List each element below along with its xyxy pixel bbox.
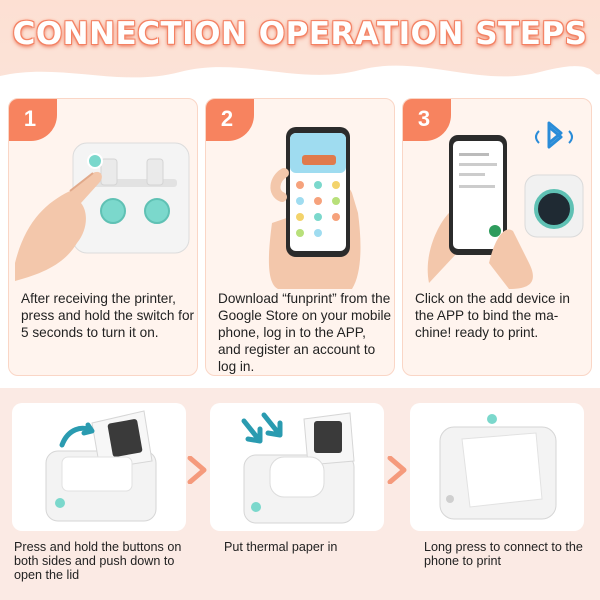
header-banner: CONNECTION OPERATION STEPS [0,0,600,92]
step-card-2: 2 Download “funprint” from the Google St… [205,98,395,376]
bottom-step-description: Press and hold the buttons on both sides… [14,540,182,582]
printing-illustration [439,414,557,520]
step-card-1: 1 After receiving the printer, press and… [8,98,198,376]
step-description: Click on the add device in the APP to bi… [415,291,570,340]
bottom-step-description: Put thermal paper in [224,540,338,554]
bind-device-illustration [427,121,584,289]
printer-power-illustration [15,142,190,281]
chevron-right-icon [387,456,407,484]
bottom-card-open-lid [12,403,186,531]
bottom-card-print [410,403,584,531]
bottom-step-description: Long press to connect to the phone to pr… [424,540,583,568]
page-title: CONNECTION OPERATION STEPS [12,16,588,52]
bottom-card-insert-paper [210,403,384,531]
step-card-3: 3 Click on the add device in the APP to … [402,98,592,376]
chevron-right-icon [187,456,207,484]
header-wave-decoration [0,65,600,92]
open-lid-illustration [45,410,157,522]
curved-arrow-icon [59,422,95,448]
phone-app-illustration [268,127,361,289]
step-description: Download “funprint” from the Google Stor… [218,291,392,374]
step-description: After receiving the printer, press and h… [21,291,195,340]
bluetooth-icon [535,121,573,149]
insert-paper-illustration [241,412,355,524]
down-arrows-icon [241,412,283,444]
